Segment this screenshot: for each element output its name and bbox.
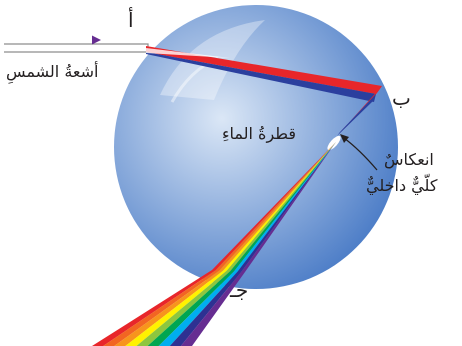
label-sunlight: أشعةُ الشمسِ: [6, 62, 98, 81]
sunlight-beam: [4, 44, 148, 52]
label-reflection-line1: انعكاسٌ: [384, 150, 434, 169]
label-water-drop: قطرةُ الماءِ: [222, 124, 296, 143]
sunlight-arrow-icon: [36, 36, 101, 45]
label-reflection-line2: كلّيٌّ داخليٌّ: [366, 176, 437, 195]
label-point-b: ب: [392, 86, 411, 110]
label-point-c: جـ: [230, 278, 248, 302]
label-point-a: أ: [128, 8, 134, 32]
